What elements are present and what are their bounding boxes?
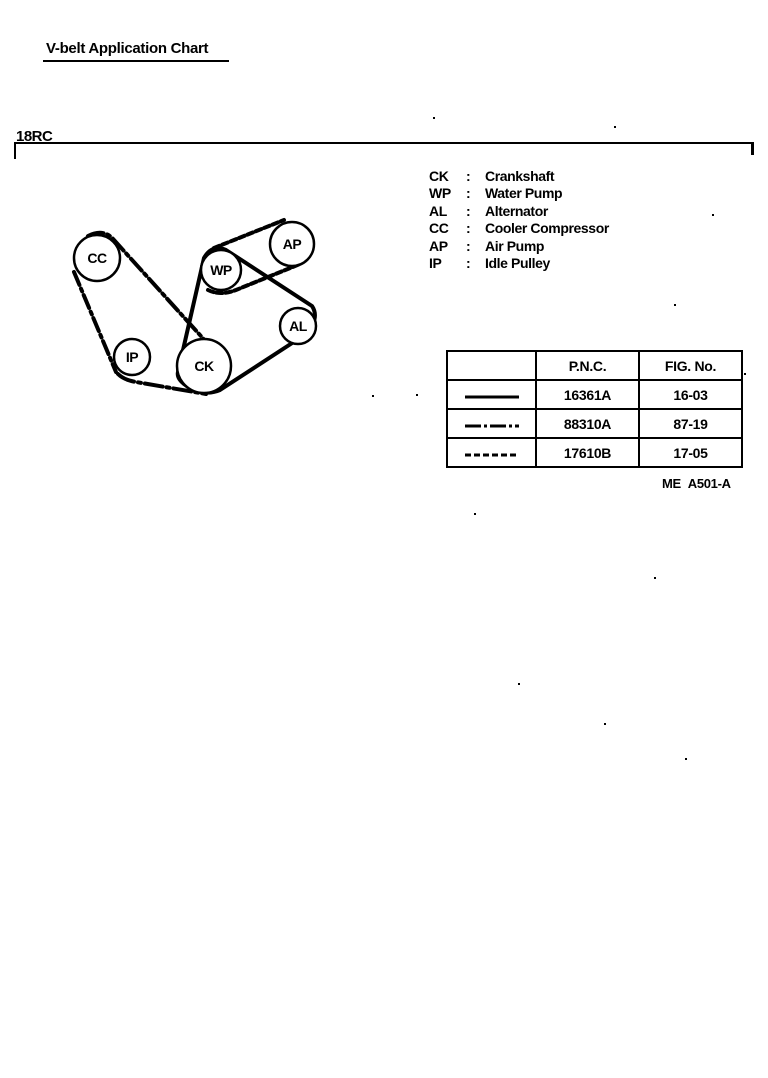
scan-speck (654, 577, 656, 579)
scan-speck (685, 758, 687, 760)
scan-speck (614, 126, 616, 128)
header-fig-no: FIG. No. (638, 350, 743, 381)
table-row: 88310A 87-19 (446, 408, 743, 439)
scan-speck (416, 394, 418, 396)
table-row: 16361A 16-03 (446, 379, 743, 410)
pnc-cell: 16361A (535, 379, 640, 410)
scan-speck (433, 117, 435, 119)
reference-code: ME A501-A (662, 476, 731, 491)
legend-code: IP (429, 255, 442, 272)
scan-speck (604, 723, 606, 725)
pulley-wp (199, 248, 243, 292)
legend-separator: : (466, 185, 471, 202)
pulley-ap (268, 220, 316, 268)
pulley-label: AP (283, 236, 302, 252)
legend-separator: : (466, 255, 471, 272)
fig-cell: 87-19 (638, 408, 743, 439)
pnc-cell: 88310A (535, 408, 640, 439)
pulley-label: WP (210, 262, 232, 278)
legend-separator: : (466, 168, 471, 184)
belt-dashed-top (212, 218, 286, 250)
legend-name: Water Pump (485, 185, 563, 202)
pulley-label: AL (289, 318, 308, 334)
legend-name: Crankshaft (485, 168, 555, 184)
scan-speck (712, 214, 714, 216)
pulley-ck (175, 337, 233, 395)
legend-separator: : (466, 202, 471, 219)
header-line-type (446, 350, 537, 381)
engine-model-label: 18RC (16, 128, 53, 145)
pulley-label: IP (126, 349, 138, 365)
pulley-label: CK (194, 358, 214, 374)
line-style-solid (446, 379, 537, 410)
fig-cell: 16-03 (638, 379, 743, 410)
table-header-row: P.N.C. FIG. No. (446, 350, 743, 381)
line-style-dash-dot (446, 408, 537, 439)
legend-code: WP (429, 185, 451, 202)
pulley-al (278, 306, 318, 346)
legend-separator: : (466, 220, 471, 237)
frame-divider (14, 142, 753, 144)
belt-dashed-bottom (206, 262, 302, 295)
legend-separator: : (466, 237, 471, 254)
legend-code: CK (429, 168, 449, 184)
belt-dash-dot-bottom (116, 372, 208, 396)
legend-row: IP : Idle Pulley (429, 255, 609, 272)
scan-speck (372, 395, 374, 397)
title-underline (43, 60, 229, 62)
legend-code: AP (429, 237, 448, 254)
belt-dash-dot-left (72, 270, 118, 374)
legend-row: AP : Air Pump (429, 238, 609, 255)
legend-name: Cooler Compressor (485, 220, 609, 237)
legend-name: Alternator (485, 202, 548, 219)
pulley-label: CC (87, 250, 107, 266)
legend-code: AL (429, 202, 447, 219)
scan-speck (474, 513, 476, 515)
legend-row: AL : Alternator (429, 203, 609, 220)
pulley-cc (72, 233, 122, 283)
legend-name: Air Pump (485, 237, 545, 254)
page-title: V-belt Application Chart (46, 40, 209, 57)
legend-row: WP : Water Pump (429, 185, 609, 202)
pulley-legend: CK : Crankshaft WP : Water Pump AL : Alt… (429, 168, 609, 272)
scan-speck (744, 373, 746, 375)
belt-routing-diagram: CC WP AP AL IP CK (72, 218, 318, 396)
line-style-dashed (446, 437, 537, 468)
pulley-ip (112, 337, 152, 377)
pnc-cell: 17610B (535, 437, 640, 468)
frame-corner-right (751, 142, 754, 155)
scan-speck (518, 683, 520, 685)
legend-name: Idle Pulley (485, 255, 550, 272)
part-number-table: P.N.C. FIG. No. 16361A 16-03 88310A 87-1… (446, 350, 743, 468)
legend-row: CC : Cooler Compressor (429, 220, 609, 237)
legend-code: CC (429, 220, 449, 237)
frame-corner-left (14, 142, 16, 159)
fig-cell: 17-05 (638, 437, 743, 468)
table-row: 17610B 17-05 (446, 437, 743, 468)
header-pnc: P.N.C. (535, 350, 640, 381)
legend-row: CK : Crankshaft (429, 168, 609, 185)
scan-speck (674, 304, 676, 306)
